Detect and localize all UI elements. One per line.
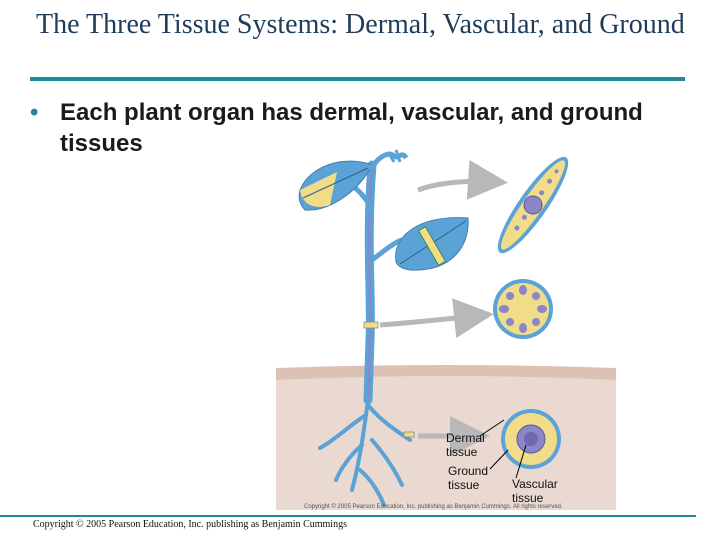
- ground-tissue-label-text: Ground tissue: [448, 464, 489, 492]
- figure-copyright: Copyright © 2005 Pearson Education, Inc.…: [304, 504, 563, 510]
- bullet-text: Each plant organ has dermal, vascular, a…: [60, 99, 643, 157]
- stem-section-marker: [363, 321, 379, 329]
- leaf-section-slice: [417, 225, 447, 267]
- dermal-tissue-label-text: Dermal tissue: [446, 431, 485, 459]
- footer-divider: [0, 515, 696, 517]
- root-cross-section: [501, 409, 561, 469]
- soil-surface: [276, 365, 616, 380]
- title-divider: [30, 77, 685, 81]
- plant-roots: [318, 398, 412, 507]
- bullet-marker: •: [30, 99, 39, 126]
- slide-title: The Three Tissue Systems: Dermal, Vascul…: [36, 9, 685, 40]
- footer-copyright: Copyright © 2005 Pearson Education, Inc.…: [33, 519, 347, 530]
- dermal-leader: [479, 419, 505, 437]
- vascular-tissue-label: Vascular tissue: [512, 477, 558, 505]
- vascular-leader: [515, 444, 527, 479]
- dermal-tissue-label: Dermal tissue: [446, 431, 485, 459]
- ground-tissue-label: Ground tissue: [448, 464, 488, 492]
- stem-arrow: [379, 298, 494, 338]
- shoot-tip: [369, 151, 409, 171]
- vascular-tissue-label-text: Vascular tissue: [512, 477, 558, 505]
- leaf-cross-section: [497, 156, 569, 254]
- leaf-arrow: [417, 159, 508, 200]
- ground-leader: [489, 449, 509, 470]
- stem-cross-section: [493, 279, 553, 339]
- root-section-marker: [403, 431, 415, 438]
